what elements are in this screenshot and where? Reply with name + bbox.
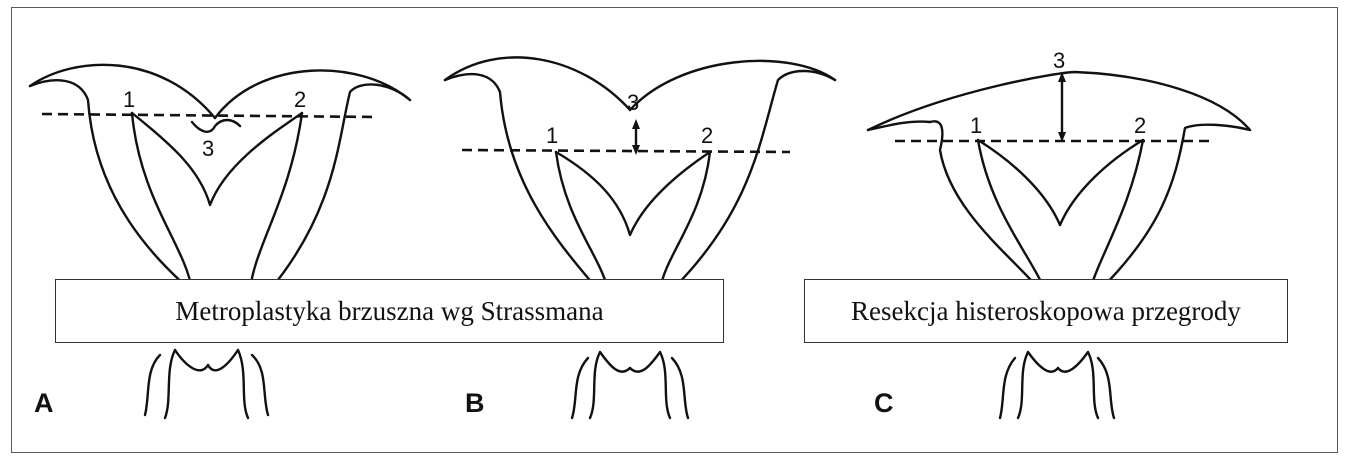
panel-a-label: A bbox=[34, 388, 54, 418]
caption-hysteroscopic-text: Resekcja histeroskopowa przegrody bbox=[851, 296, 1241, 327]
panel-c-inner-wall-right bbox=[1090, 140, 1143, 290]
panel-a-outer-wall-left bbox=[30, 80, 190, 290]
panel-a-point-3: 3 bbox=[202, 136, 214, 161]
caption-abdominal-metroplasty: Metroplastyka brzuszna wg Strassmana bbox=[55, 279, 724, 343]
panel-b-cervix-left bbox=[572, 352, 630, 418]
caption-abdominal-text: Metroplastyka brzuszna wg Strassmana bbox=[175, 296, 603, 327]
panel-b-inner-wall-right bbox=[660, 152, 710, 290]
panel-a-inner-wall-right bbox=[250, 113, 302, 290]
panel-c-cervix-left bbox=[1000, 352, 1058, 418]
panel-b-point-2: 2 bbox=[701, 123, 713, 148]
panel-a-septum bbox=[132, 113, 302, 205]
panel-a-fundus-notch bbox=[192, 120, 240, 132]
panel-b-outer-fundus-right bbox=[630, 61, 835, 110]
panel-c-point-2: 2 bbox=[1134, 113, 1146, 138]
panel-a-outer-fundus-right bbox=[215, 70, 410, 118]
panel-c-point-3: 3 bbox=[1053, 48, 1065, 73]
panel-c-drawing: 1 2 3 C bbox=[868, 48, 1250, 418]
panel-b-drawing: 1 2 3 B bbox=[445, 57, 835, 418]
panel-a-reference-line bbox=[42, 114, 378, 117]
caption-hysteroscopic-resection: Resekcja histeroskopowa przegrody bbox=[804, 279, 1288, 343]
panel-a-cervix-right bbox=[208, 350, 268, 418]
panel-c-cervix-right bbox=[1058, 352, 1114, 418]
panel-b-septum bbox=[556, 152, 710, 235]
panel-c-label: C bbox=[874, 388, 894, 418]
panel-b-outer-wall-right bbox=[672, 71, 835, 290]
panel-b-label: B bbox=[465, 388, 485, 418]
panel-c-point-1: 1 bbox=[970, 113, 982, 138]
panel-c-outer-wall-left bbox=[930, 121, 1040, 290]
panel-a-cervix-left bbox=[145, 350, 208, 418]
panel-c-inner-wall-left bbox=[978, 140, 1045, 290]
panel-b-outer-wall-left bbox=[445, 74, 598, 290]
panel-b-point-3: 3 bbox=[627, 90, 639, 115]
panel-b-point-1: 1 bbox=[546, 123, 558, 148]
panel-a-drawing: 1 2 3 A bbox=[30, 65, 410, 418]
panel-a-point-2: 2 bbox=[294, 87, 306, 112]
panel-a-point-1: 1 bbox=[123, 87, 135, 112]
panel-b-cervix-right bbox=[630, 352, 688, 418]
panel-b-outer-fundus-left bbox=[445, 57, 630, 110]
